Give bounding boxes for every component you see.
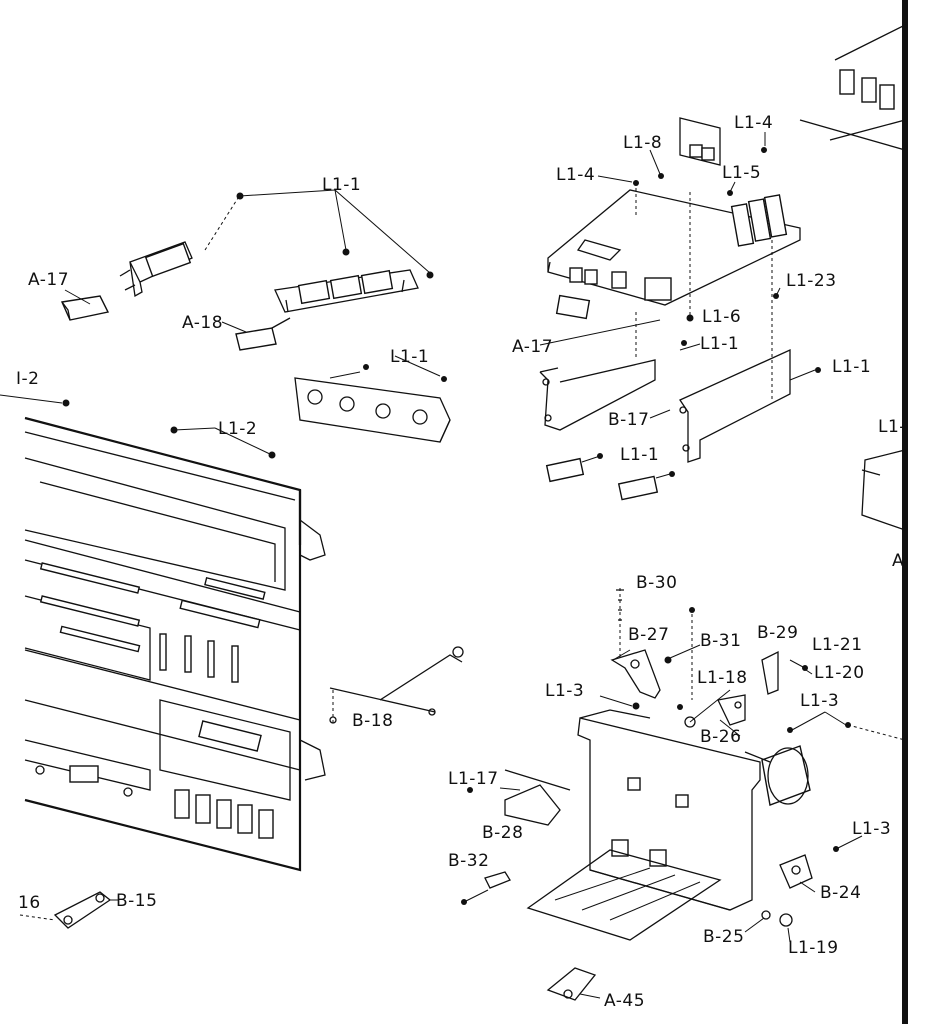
label-l1-17: L1-17 (448, 769, 499, 789)
label-b-15: B-15 (116, 891, 157, 911)
knob-panel (294, 355, 451, 443)
front-cabinet (0, 394, 326, 872)
cassette-mechanism (461, 588, 906, 1001)
label-b-28: B-28 (482, 823, 523, 843)
label-a-17-left: A-17 (28, 270, 69, 290)
label-a-18: A-18 (182, 313, 223, 333)
label-l1-1-panel: L1-1 (390, 347, 429, 367)
bracket-b-15 (19, 891, 118, 929)
label-b-31: B-31 (700, 631, 741, 651)
part-labels: L1-1 A-17 A-18 L1-1 I-2 L1-2 L1-8 L1-4 L… (16, 113, 906, 1011)
label-b-30: B-30 (636, 573, 677, 593)
label-l1-1-mid: L1-1 (700, 334, 739, 354)
cable-b-18 (329, 646, 464, 725)
label-l1-1-top: L1-1 (322, 175, 361, 195)
label-l1-2-edge: I-2 (16, 369, 39, 389)
label-l1-3-c: L1-3 (852, 819, 891, 839)
label-l1-6: L1-6 (702, 307, 741, 327)
label-b-25: B-25 (703, 927, 744, 947)
label-l1-8: L1-8 (623, 133, 662, 153)
label-l1-20: L1-20 (814, 663, 865, 683)
label-l1-19: L1-19 (788, 938, 839, 958)
label-b-27: B-27 (628, 625, 669, 645)
label-l1-3-b: L1-3 (800, 691, 839, 711)
label-l1-2: L1-2 (218, 419, 257, 439)
label-l1-18: L1-18 (697, 668, 748, 688)
label-l1-21: L1-21 (812, 635, 863, 655)
label-b-32: B-32 (448, 851, 489, 871)
label-b-29: B-29 (757, 623, 798, 643)
label-l1-5: L1-5 (722, 163, 761, 183)
label-b-18: B-18 (352, 711, 393, 731)
label-edge-16: 16 (18, 893, 41, 913)
brackets-b-17 (539, 319, 821, 501)
label-b-17: B-17 (608, 410, 649, 430)
label-l1-4-a: L1-4 (556, 165, 595, 185)
label-a-45: A-45 (604, 991, 645, 1011)
label-l1-1-low: L1-1 (620, 445, 659, 465)
pcb-assembly (547, 117, 801, 400)
label-l1-23: L1-23 (786, 271, 837, 291)
label-l1-1-right: L1-1 (832, 357, 871, 377)
label-b-26: B-26 (700, 727, 741, 747)
label-a-17-right: A-17 (512, 337, 553, 357)
label-l1-4-b: L1-4 (734, 113, 773, 133)
right-edge-parts (799, 23, 906, 531)
switch-assembly-top-left (60, 189, 434, 351)
label-a-edge-right: A (892, 551, 904, 571)
label-l1-edge-right: L1- (878, 417, 906, 437)
label-l1-3-a: L1-3 (545, 681, 584, 701)
label-b-24: B-24 (820, 883, 861, 903)
